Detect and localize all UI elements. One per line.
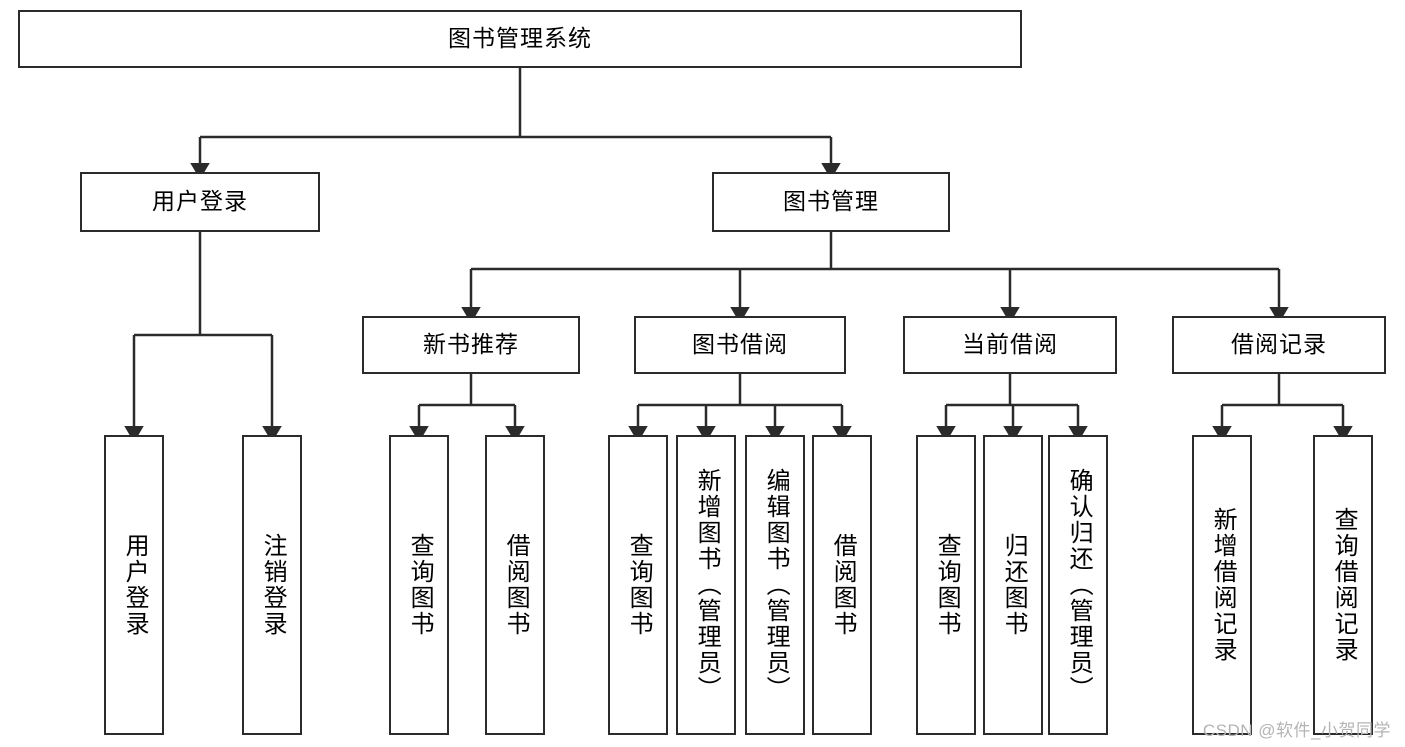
node-label: 确认归还（管理员）: [1065, 468, 1093, 702]
node-leaf-confirm-return[interactable]: 确认归还（管理员）: [1048, 435, 1108, 735]
node-label: 当前借阅: [962, 331, 1058, 358]
node-label: 查询图书: [625, 533, 653, 637]
node-label: 用户登录: [152, 188, 248, 215]
node-leaf-add-book[interactable]: 新增图书（管理员）: [676, 435, 736, 735]
node-label: 新书推荐: [423, 331, 519, 358]
node-label: 用户登录: [121, 533, 149, 637]
node-label: 归还图书: [1000, 533, 1028, 637]
node-leaf-borrow-book-2[interactable]: 借阅图书: [812, 435, 872, 735]
node-leaf-add-record[interactable]: 新增借阅记录: [1192, 435, 1252, 735]
node-leaf-borrow-book-1[interactable]: 借阅图书: [485, 435, 545, 735]
node-label: 图书管理系统: [448, 25, 592, 52]
node-current-borrow[interactable]: 当前借阅: [903, 316, 1117, 374]
node-label: 新增图书（管理员）: [693, 468, 721, 702]
edge-group: [124, 68, 1353, 443]
watermark-text: CSDN @软件_小贺同学: [1202, 721, 1391, 740]
node-label: 图书借阅: [692, 331, 788, 358]
node-book-manage[interactable]: 图书管理: [712, 172, 950, 232]
node-leaf-logout[interactable]: 注销登录: [242, 435, 302, 735]
node-leaf-query-book-2[interactable]: 查询图书: [608, 435, 668, 735]
node-label: 借阅图书: [502, 533, 530, 637]
node-label: 借阅记录: [1231, 331, 1327, 358]
node-label: 借阅图书: [829, 533, 857, 637]
node-root[interactable]: 图书管理系统: [18, 10, 1022, 68]
node-label: 图书管理: [783, 188, 879, 215]
node-label: 新增借阅记录: [1209, 507, 1237, 663]
node-label: 注销登录: [259, 533, 287, 637]
node-label: 查询借阅记录: [1330, 507, 1358, 663]
node-leaf-return-book[interactable]: 归还图书: [983, 435, 1043, 735]
node-label: 查询图书: [406, 533, 434, 637]
node-leaf-query-book-1[interactable]: 查询图书: [389, 435, 449, 735]
node-leaf-user-login[interactable]: 用户登录: [104, 435, 164, 735]
node-leaf-query-book-3[interactable]: 查询图书: [916, 435, 976, 735]
node-label: 编辑图书（管理员）: [762, 468, 790, 702]
node-new-book-recommend[interactable]: 新书推荐: [362, 316, 580, 374]
node-leaf-edit-book[interactable]: 编辑图书（管理员）: [745, 435, 805, 735]
node-book-borrow[interactable]: 图书借阅: [634, 316, 846, 374]
node-borrow-record[interactable]: 借阅记录: [1172, 316, 1386, 374]
node-user-login[interactable]: 用户登录: [80, 172, 320, 232]
node-label: 查询图书: [933, 533, 961, 637]
node-leaf-query-record[interactable]: 查询借阅记录: [1313, 435, 1373, 735]
